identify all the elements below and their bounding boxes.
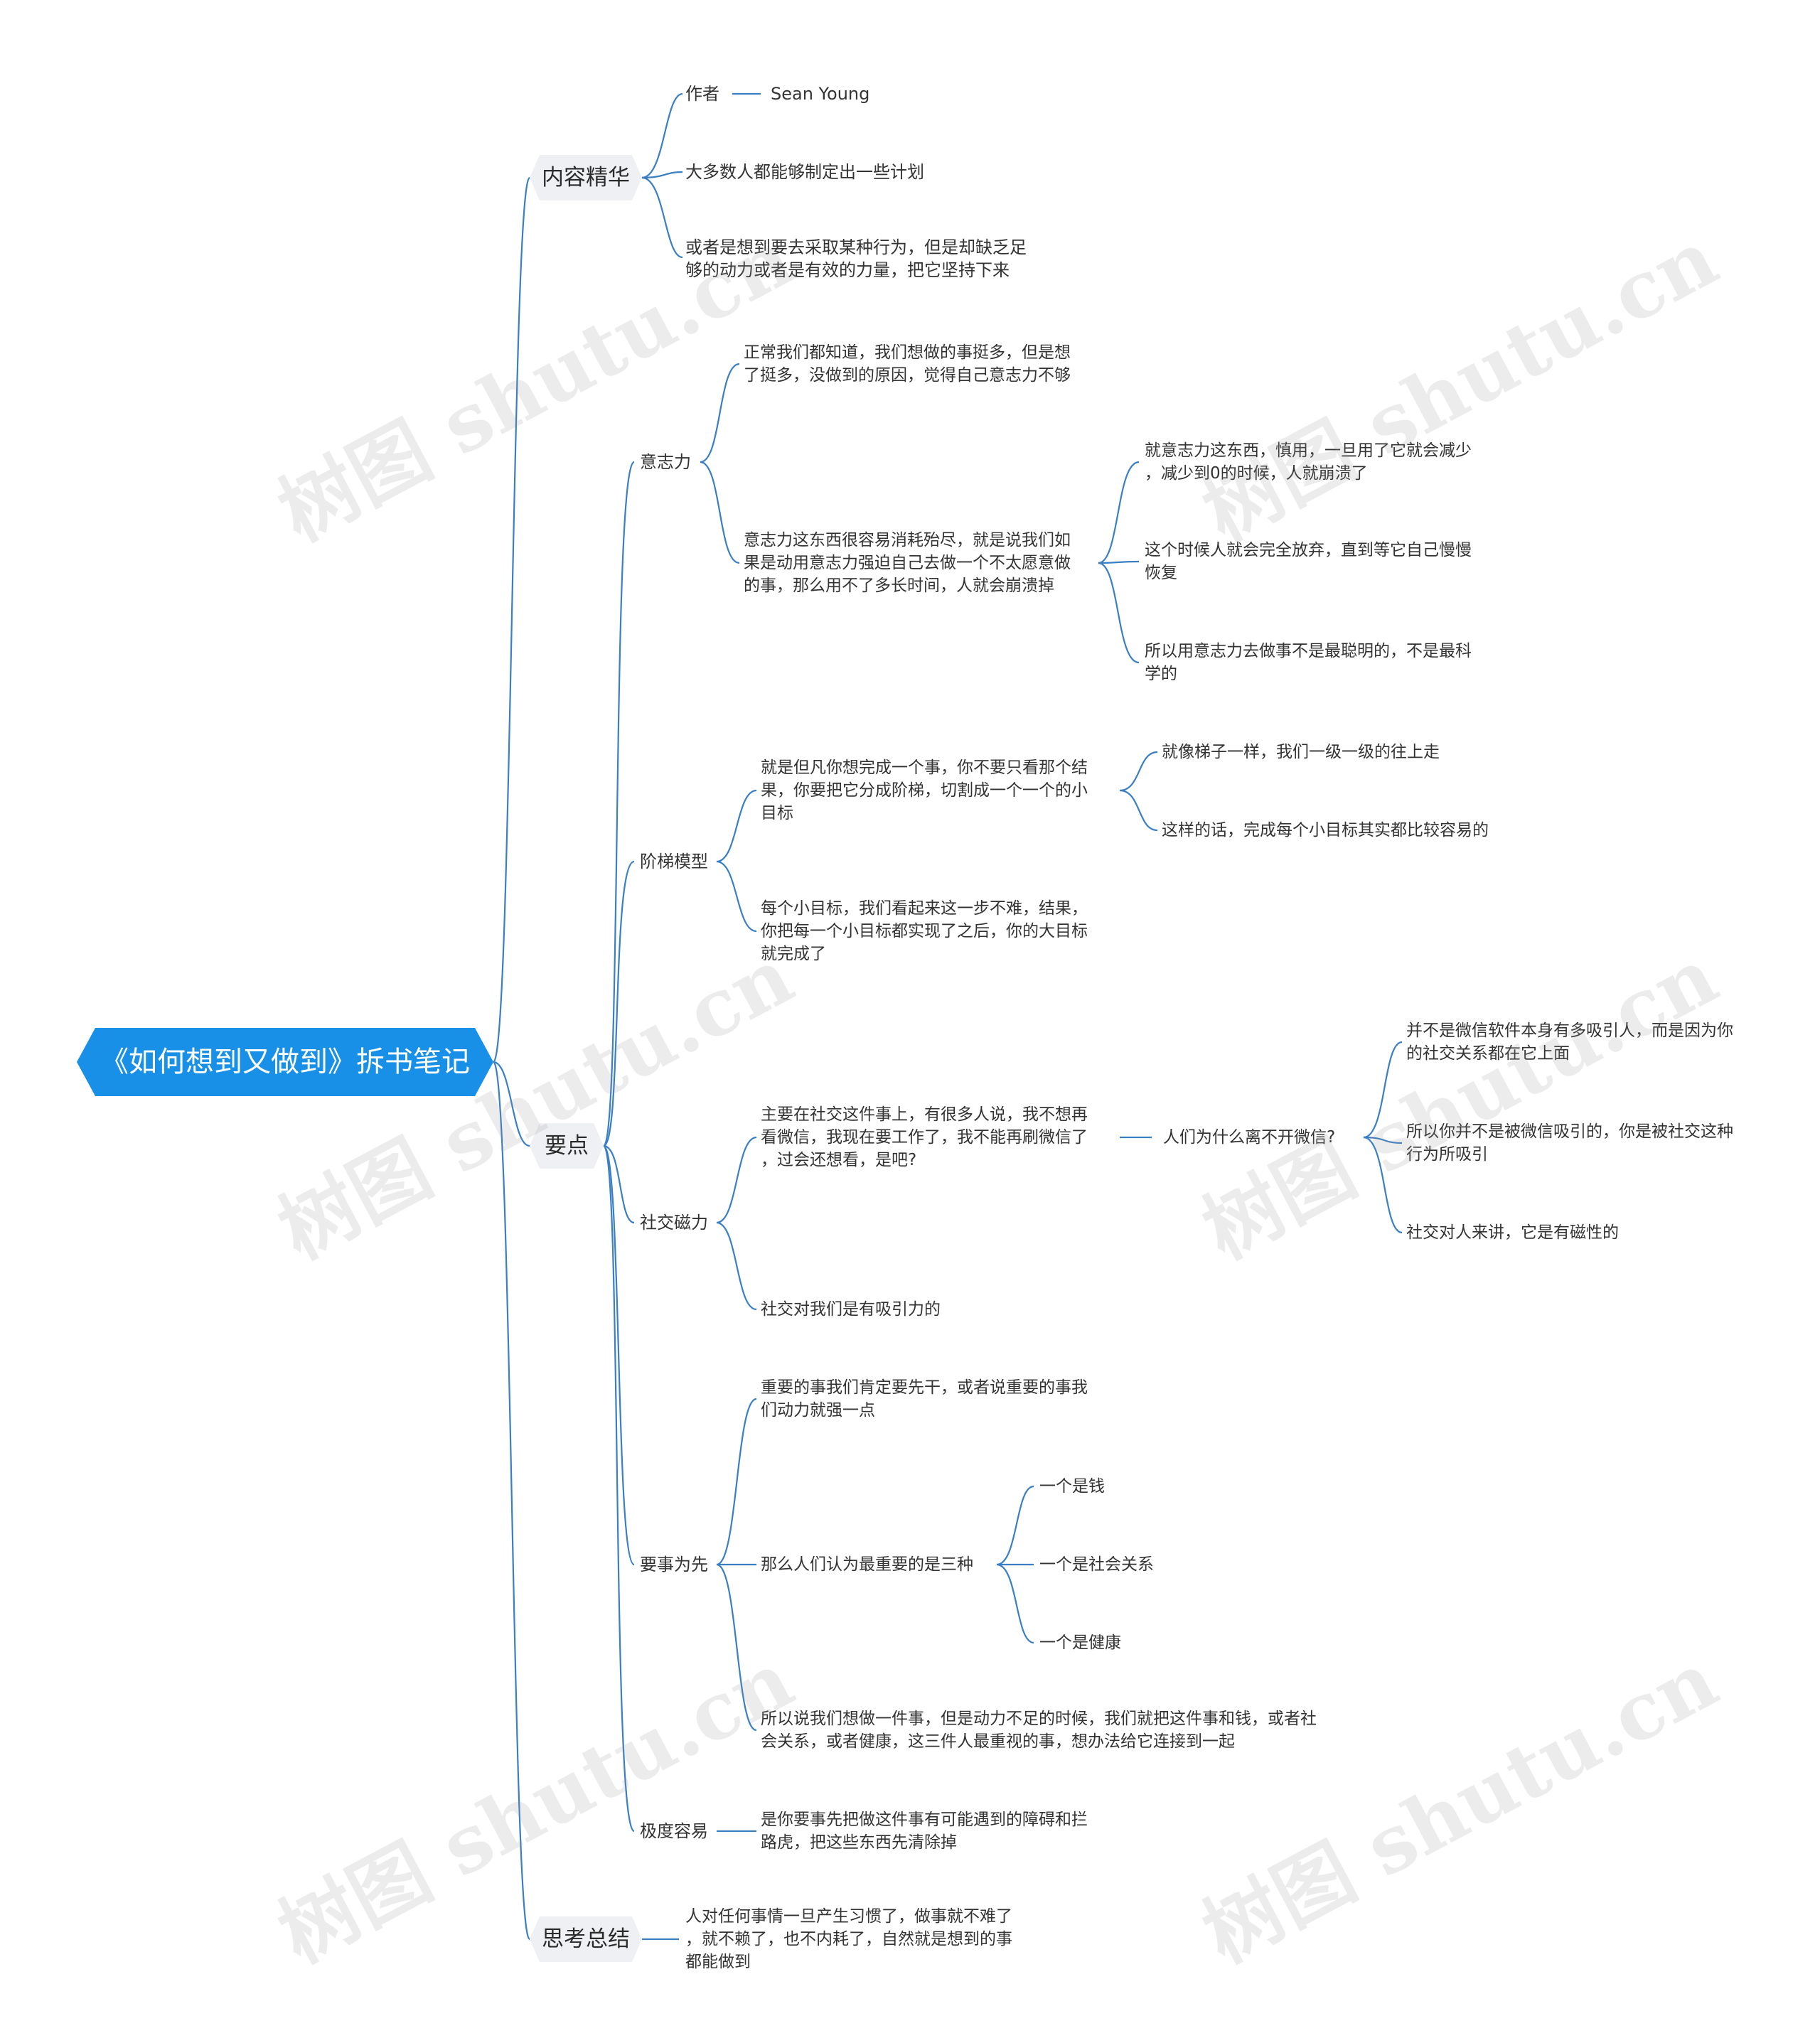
connector	[1363, 1136, 1403, 1144]
connector	[1119, 789, 1158, 832]
connector	[1363, 1136, 1403, 1234]
author-label[interactable]: 作者	[685, 84, 719, 104]
connector	[996, 1485, 1034, 1566]
connector	[1363, 1041, 1403, 1139]
connector	[603, 1144, 635, 1224]
social-answer-2[interactable]: 所以你并不是被微信吸引的，你是被社交这种 行为所吸引	[1406, 1122, 1733, 1164]
branch-summary[interactable]: 思考总结	[530, 1916, 642, 1962]
willpower-note-1[interactable]: 正常我们都知道，我们想做的事挺多，但是想 了挺多，没做到的原因，觉得自己意志力不…	[744, 343, 1071, 385]
connector	[603, 860, 635, 1147]
priority-note-2[interactable]: 那么人们认为最重要的是三种	[761, 1555, 973, 1574]
connector	[602, 461, 636, 1147]
connector	[641, 171, 683, 179]
topic-priority-first[interactable]: 要事为先	[640, 1555, 708, 1575]
connector	[716, 789, 757, 863]
ladder-detail-1[interactable]: 就像梯子一样，我们一级一级的往上走	[1162, 743, 1440, 761]
connector	[602, 1144, 636, 1566]
connector	[641, 92, 683, 179]
topic-social-magnet[interactable]: 社交磁力	[640, 1213, 708, 1233]
root-topic[interactable]: 《如何想到又做到》拆书笔记	[77, 1028, 493, 1096]
connector	[1098, 562, 1140, 664]
priority-note-1[interactable]: 重要的事我们肯定要先干，或者说重要的事我 们动力就强一点	[761, 1378, 1088, 1420]
connector	[716, 1398, 757, 1566]
connector	[996, 1563, 1034, 1644]
connector	[492, 1061, 531, 1941]
priority-note-3[interactable]: 所以说我们想做一件事，但是动力不足的时候，我们就把这件事和钱，或者社 会关系，或…	[761, 1710, 1317, 1751]
connector	[1098, 461, 1140, 564]
connector	[493, 1061, 530, 1147]
willpower-detail-2[interactable]: 这个时候人就会完全放弃，直到等它自己慢慢 恢复	[1145, 541, 1472, 582]
ladder-note-1[interactable]: 就是但凡你想完成一个事，你不要只看那个结 果，你要把它分成阶梯，切割成一个一个的…	[761, 758, 1088, 822]
social-note-1[interactable]: 主要在社交这件事上，有很多人说，我不想再 看微信，我现在要工作了，我不能再刷微信…	[761, 1105, 1088, 1169]
easy-note-1[interactable]: 是你要事先把做这件事有可能遇到的障碍和拦 路虎，把这些东西先清除掉	[761, 1811, 1088, 1852]
connector	[1098, 560, 1140, 564]
social-answer-3[interactable]: 社交对人来讲，它是有磁性的	[1406, 1223, 1619, 1242]
branch-content-essence[interactable]: 内容精华	[530, 155, 642, 200]
connector	[716, 1136, 757, 1224]
connector	[716, 860, 757, 933]
connector	[700, 363, 740, 463]
priority-money[interactable]: 一个是钱	[1039, 1477, 1105, 1496]
social-question[interactable]: 人们为什么离不开微信?	[1163, 1128, 1336, 1147]
connector	[700, 461, 740, 564]
priority-health[interactable]: 一个是健康	[1039, 1634, 1121, 1652]
connector	[1119, 751, 1158, 792]
social-answer-1[interactable]: 并不是微信软件本身有多吸引人，而是因为你 的社交关系都在它上面	[1406, 1021, 1733, 1063]
topic-willpower[interactable]: 意志力	[640, 452, 691, 472]
connector	[716, 1221, 757, 1311]
topic-extremely-easy[interactable]: 极度容易	[640, 1821, 708, 1841]
ladder-note-2[interactable]: 每个小目标，我们看起来这一步不难，结果， 你把每一个小目标都实现了之后，你的大目…	[761, 899, 1088, 963]
willpower-detail-3[interactable]: 所以用意志力去做事不是最聪明的，不是最科 学的	[1145, 642, 1472, 683]
connector	[492, 176, 531, 1063]
connector	[716, 1563, 757, 1732]
ladder-detail-2[interactable]: 这样的话，完成每个小目标其实都比较容易的	[1162, 821, 1489, 840]
willpower-detail-1[interactable]: 就意志力这东西，慎用，一旦用了它就会减少 ，减少到0的时候，人就崩溃了	[1145, 441, 1472, 483]
social-note-2[interactable]: 社交对我们是有吸引力的	[761, 1300, 941, 1319]
branch-key-points[interactable]: 要点	[530, 1123, 604, 1169]
priority-relations[interactable]: 一个是社会关系	[1039, 1555, 1154, 1574]
willpower-note-2[interactable]: 意志力这东西很容易消耗殆尽，就是说我们如 果是动用意志力强迫自己去做一个不太愿意…	[744, 531, 1071, 595]
author-name[interactable]: Sean Young	[771, 84, 870, 104]
content-plans[interactable]: 大多数人都能够制定出一些计划	[685, 162, 924, 182]
summary-note[interactable]: 人对任何事情一旦产生习惯了，做事就不难了 ，就不赖了，也不内耗了，自然就是想到的…	[685, 1907, 1012, 1971]
connector	[602, 1144, 636, 1833]
content-motivation[interactable]: 或者是想到要去采取某种行为，但是却缺乏足 够的动力或者是有效的力量，把它坚持下来	[685, 237, 1027, 280]
topic-ladder-model[interactable]: 阶梯模型	[640, 852, 708, 871]
connector	[641, 176, 683, 259]
